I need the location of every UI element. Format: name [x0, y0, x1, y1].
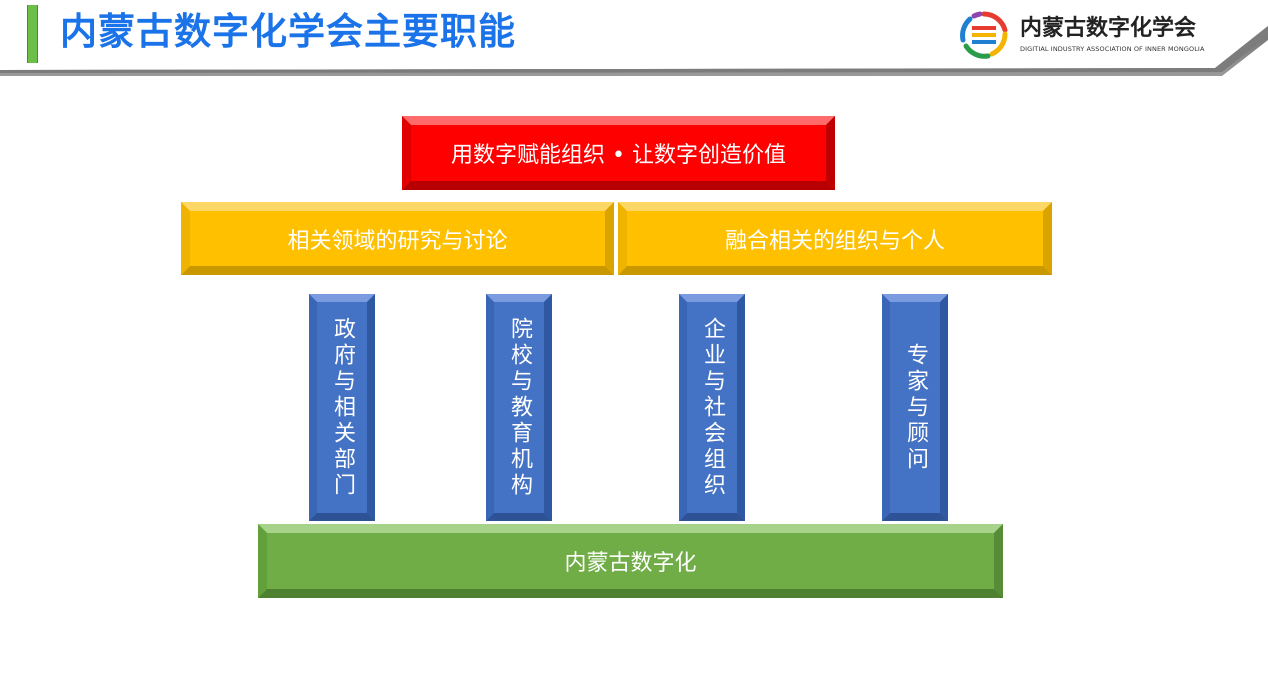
pillar-government: 政府与相关部门 [309, 294, 375, 521]
research-discussion-box: 相关领域的研究与讨论 [181, 202, 614, 275]
mission-box: 用数字赋能组织 • 让数字创造价值 [402, 116, 835, 190]
pillar-experts: 专家与顾问 [882, 294, 948, 521]
pillar-enterprises: 企业与社会组织 [679, 294, 745, 521]
association-logo: 内蒙古数字化学会 DIGITIAL INDUSTRY ASSOCIATION O… [958, 10, 1218, 60]
foundation-label: 内蒙古数字化 [564, 551, 697, 576]
pillar-universities-label: 院校与教育机构 [507, 316, 532, 499]
mission-label: 用数字赋能组织 • 让数字创造价值 [451, 143, 786, 168]
slide-header: 内蒙古数字化学会主要职能 内蒙古数字化学会 DIGITIAL INDUSTRY … [0, 0, 1268, 78]
pillar-enterprises-label: 企业与社会组织 [700, 316, 725, 499]
research-discussion-label: 相关领域的研究与讨论 [287, 228, 508, 254]
title-accent-bar [27, 5, 38, 63]
integration-box: 融合相关的组织与个人 [618, 202, 1052, 275]
integration-label: 融合相关的组织与个人 [724, 228, 945, 254]
pillar-universities: 院校与教育机构 [486, 294, 552, 521]
foundation-box: 内蒙古数字化 [258, 524, 1003, 598]
logo-subtitle: DIGITIAL INDUSTRY ASSOCIATION OF INNER M… [1020, 45, 1205, 53]
page-title: 内蒙古数字化学会主要职能 [60, 10, 516, 53]
digital-association-logo-icon [960, 11, 1008, 59]
pillar-government-label: 政府与相关部门 [330, 316, 355, 499]
header-swoosh [0, 0, 1268, 76]
pillar-experts-label: 专家与顾问 [903, 342, 928, 473]
logo-name: 内蒙古数字化学会 [1020, 16, 1197, 41]
